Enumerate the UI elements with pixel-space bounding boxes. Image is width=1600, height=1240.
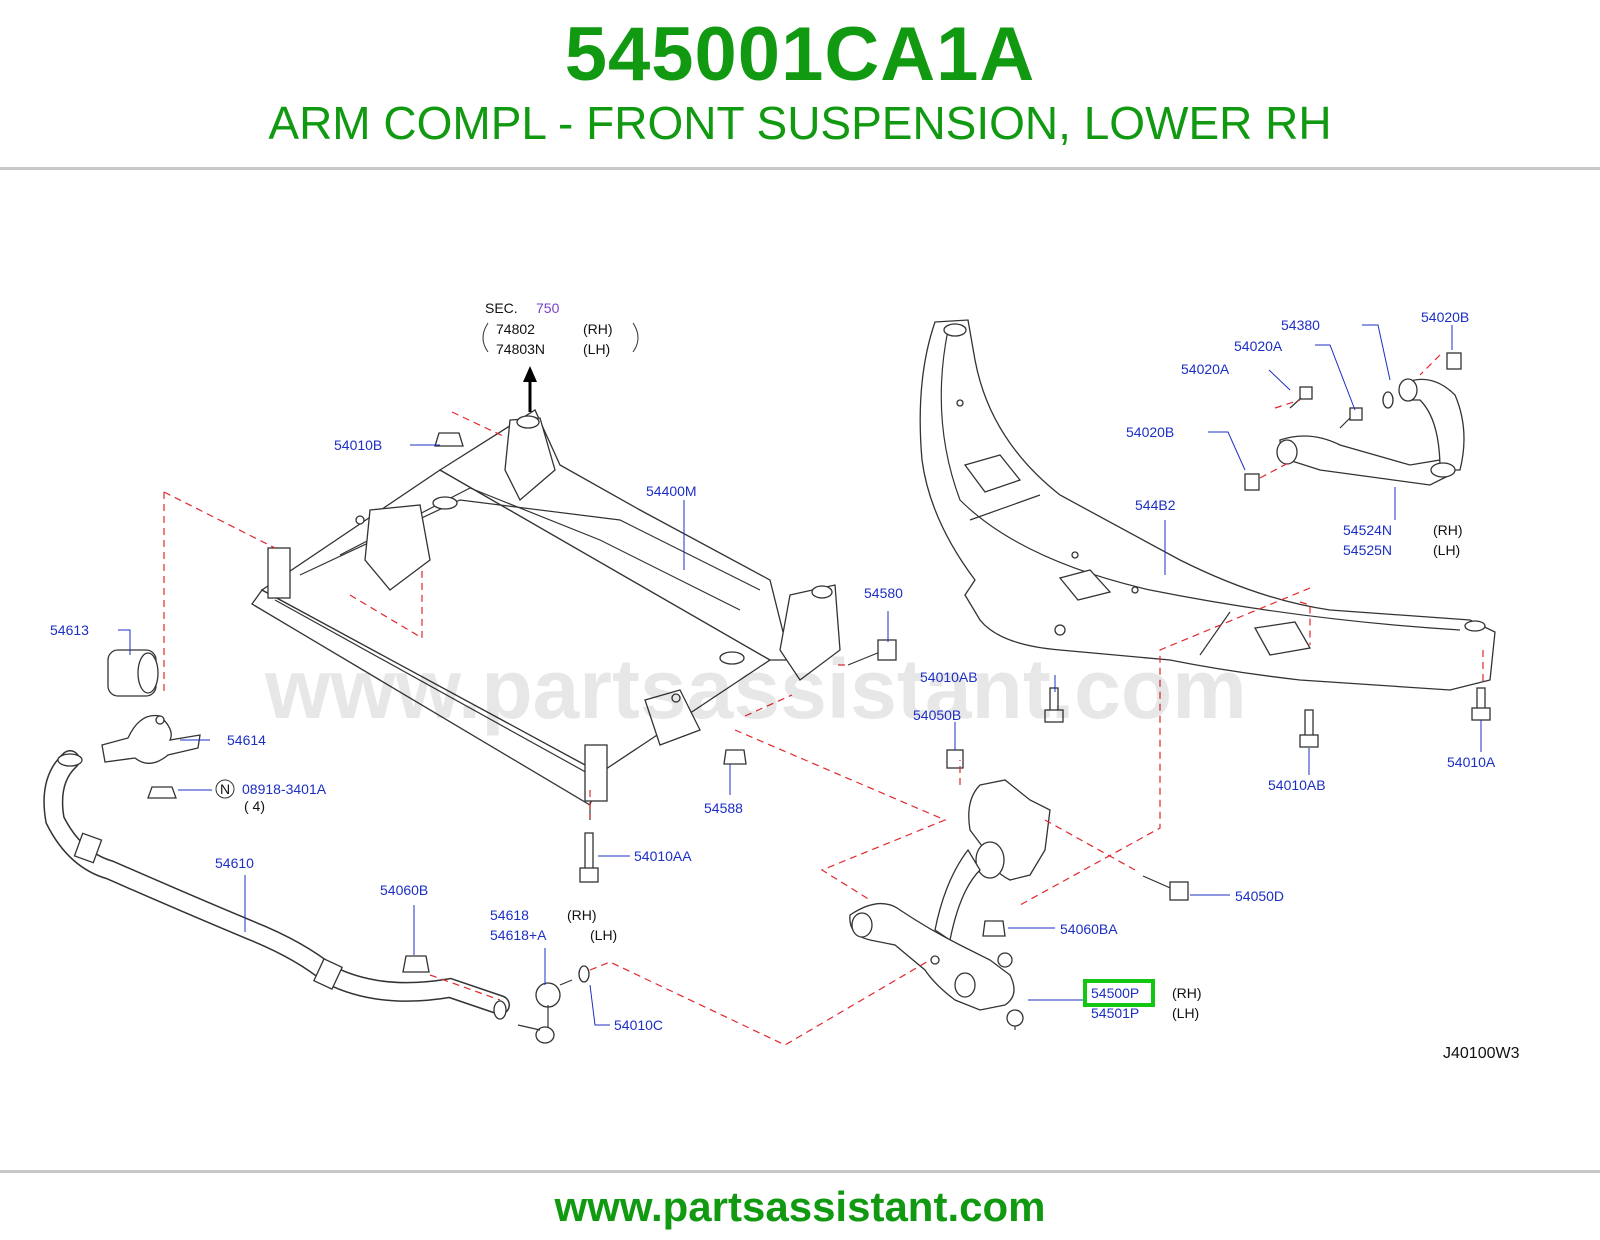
nut-54060ba[interactable] — [982, 920, 1006, 937]
bolt-54010aa[interactable] — [579, 832, 599, 883]
bushing-54020b-top[interactable] — [1446, 352, 1462, 370]
bushing-54050b[interactable] — [946, 749, 964, 769]
label-74802: 74802 — [496, 321, 535, 337]
label-54050d[interactable]: 54050D — [1235, 888, 1284, 904]
label-08918-3401a[interactable]: 08918-3401A — [242, 781, 327, 797]
bolt-54050d[interactable] — [1142, 875, 1189, 901]
label-54010aa[interactable]: 54010AA — [634, 848, 692, 864]
label-54525n[interactable]: 54525N — [1343, 542, 1392, 558]
label-74802-side: (RH) — [583, 321, 613, 337]
clamp-54614[interactable] — [101, 714, 201, 764]
label-54588[interactable]: 54588 — [704, 800, 743, 816]
bushing-54020b-mid[interactable] — [1244, 473, 1260, 491]
bushing-54613[interactable] — [107, 649, 159, 697]
label-54010c[interactable]: 54010C — [614, 1017, 663, 1033]
label-54380[interactable]: 54380 — [1281, 317, 1320, 333]
label-54010ab-1[interactable]: 54010AB — [920, 669, 978, 685]
label-54500p-side: (RH) — [1172, 985, 1202, 1001]
label-54020a-2[interactable]: 54020A — [1181, 361, 1230, 377]
bolt-54010ab-1[interactable] — [1044, 687, 1064, 723]
nut-54588[interactable] — [723, 749, 747, 765]
bolt-54020a[interactable] — [1289, 386, 1313, 409]
label-54020b-mid[interactable]: 54020B — [1126, 424, 1174, 440]
label-54010a[interactable]: 54010A — [1447, 754, 1496, 770]
header: 545001CA1A ARM COMPL - FRONT SUSPENSION,… — [0, 0, 1600, 168]
label-08918-qty: ( 4) — [244, 798, 265, 814]
subframe-54400m[interactable] — [251, 409, 841, 820]
bolt-54580[interactable] — [847, 639, 897, 666]
label-54524n[interactable]: 54524N — [1343, 522, 1392, 538]
part-description: ARM COMPL - FRONT SUSPENSION, LOWER RH — [268, 97, 1332, 149]
highlight-box — [1083, 979, 1155, 1007]
bolt-54380[interactable] — [1339, 391, 1394, 429]
label-74803n: 74803N — [496, 341, 545, 357]
upper-link-54524n[interactable] — [1276, 378, 1465, 486]
label-54500p[interactable]: 54500P — [1091, 985, 1139, 1001]
leader-lines — [118, 324, 1482, 1026]
bolt-54010a[interactable] — [1471, 687, 1491, 721]
footer-url[interactable]: www.partsassistant.com — [554, 1183, 1046, 1230]
sec-number[interactable]: 750 — [536, 300, 560, 316]
label-54618[interactable]: 54618 — [490, 907, 529, 923]
label-54010b[interactable]: 54010B — [334, 437, 382, 453]
label-54525n-side: (LH) — [1433, 542, 1460, 558]
label-74803n-side: (LH) — [583, 341, 610, 357]
stabilizer-link-54618[interactable] — [517, 979, 573, 1044]
label-54610[interactable]: 54610 — [215, 855, 254, 871]
label-54010ab-2[interactable]: 54010AB — [1268, 777, 1326, 793]
washer-54010c[interactable] — [578, 965, 590, 983]
label-54060ba[interactable]: 54060BA — [1060, 921, 1118, 937]
label-54618a-side: (LH) — [590, 927, 617, 943]
n-symbol-circle — [215, 779, 235, 799]
label-54618a[interactable]: 54618+A — [490, 927, 547, 943]
stabilizer-bar-54610[interactable] — [43, 750, 510, 1020]
watermark: www.partsassistant.com — [264, 642, 1247, 736]
label-544b2[interactable]: 544B2 — [1135, 497, 1176, 513]
nut-54060b[interactable] — [402, 955, 430, 973]
header-divider — [0, 167, 1600, 170]
assembly-lines — [163, 354, 1484, 1046]
drawing-code: J40100W3 — [1443, 1045, 1520, 1062]
label-54060b[interactable]: 54060B — [380, 882, 428, 898]
label-54618-side: (RH) — [567, 907, 597, 923]
bolt-54010ab-2[interactable] — [1299, 709, 1319, 748]
label-54524n-side: (RH) — [1433, 522, 1463, 538]
label-54614[interactable]: 54614 — [227, 732, 266, 748]
lower-arm-54500p[interactable] — [849, 779, 1051, 1030]
part-number-title: 545001CA1A — [564, 12, 1036, 97]
label-54501p-side: (LH) — [1172, 1005, 1199, 1021]
sec-prefix: SEC. — [485, 300, 518, 316]
crossmember-544b2[interactable] — [919, 319, 1496, 691]
footer-divider — [0, 1170, 1600, 1173]
section-reference: SEC. 750 74802 (RH) 74803N (LH) — [482, 300, 639, 357]
label-54020a-1[interactable]: 54020A — [1234, 338, 1283, 354]
label-54050b[interactable]: 54050B — [913, 707, 961, 723]
label-54613[interactable]: 54613 — [50, 622, 89, 638]
label-54580[interactable]: 54580 — [864, 585, 903, 601]
label-54020b-top[interactable]: 54020B — [1421, 309, 1469, 325]
label-54501p[interactable]: 54501P — [1091, 1005, 1139, 1021]
nut-08918[interactable] — [147, 786, 177, 799]
nut-54010b[interactable] — [434, 432, 464, 447]
label-54400m[interactable]: 54400M — [646, 483, 697, 499]
n-symbol: N — [220, 781, 230, 797]
section-arrow — [523, 366, 537, 412]
